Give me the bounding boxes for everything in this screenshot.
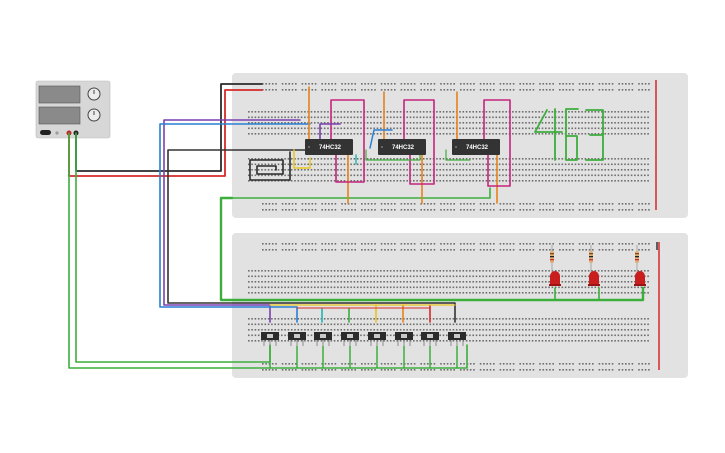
wire-c2-magenta	[403, 99, 435, 185]
dip-switch[interactable]	[448, 332, 466, 368]
chip-1[interactable]: 74HC32	[305, 139, 353, 155]
wire-bundle-dark	[167, 149, 456, 323]
wire-digit-3	[585, 109, 604, 161]
psu-display-top	[38, 85, 81, 104]
dip-switch[interactable]	[288, 332, 306, 368]
chip-3-label: 74HC32	[466, 145, 489, 151]
dip-switch[interactable]	[314, 332, 332, 368]
led[interactable]	[634, 245, 646, 286]
wire-spiral-yellow	[293, 149, 311, 169]
led[interactable]	[588, 245, 600, 286]
wire-c3-green	[445, 149, 471, 161]
wire-c2-green	[365, 149, 421, 161]
dip-switch[interactable]	[395, 332, 413, 368]
switch-row	[261, 332, 466, 368]
wire-digit-6	[565, 108, 579, 161]
power-supply[interactable]	[35, 80, 111, 139]
chip-2-label: 74HC32	[392, 145, 415, 151]
dip-switch[interactable]	[261, 332, 279, 368]
chip-2[interactable]: 74HC32	[378, 139, 426, 155]
wire-spiral	[249, 151, 291, 181]
wire-green-bus	[219, 196, 645, 302]
wire-c1-magenta	[330, 99, 365, 183]
breadboard-bottom[interactable]	[232, 233, 688, 378]
dip-switch[interactable]	[341, 332, 359, 368]
dip-switch[interactable]	[368, 332, 386, 368]
led[interactable]	[549, 245, 561, 286]
wire-digit-4	[534, 108, 563, 161]
psu-display-bottom	[38, 106, 81, 125]
wire-green-bus-top	[231, 187, 491, 199]
breadboard-holes	[248, 83, 650, 371]
psu-terminal-ground[interactable]	[55, 131, 59, 135]
wire-bundle-blue	[159, 123, 311, 323]
wire-c1-purple	[319, 123, 341, 141]
wire-c2-blue	[369, 129, 393, 149]
chip-1-label: 74HC32	[319, 145, 342, 151]
wires	[68, 83, 645, 369]
wire-bundle-purple	[163, 119, 301, 323]
wire-c3-magenta	[483, 99, 511, 187]
dip-switch[interactable]	[421, 332, 439, 368]
wire-green-psu-2	[68, 132, 468, 369]
led-row	[549, 245, 646, 286]
chip-3[interactable]: 74HC32	[452, 139, 500, 155]
psu-power-switch[interactable]	[40, 130, 51, 135]
